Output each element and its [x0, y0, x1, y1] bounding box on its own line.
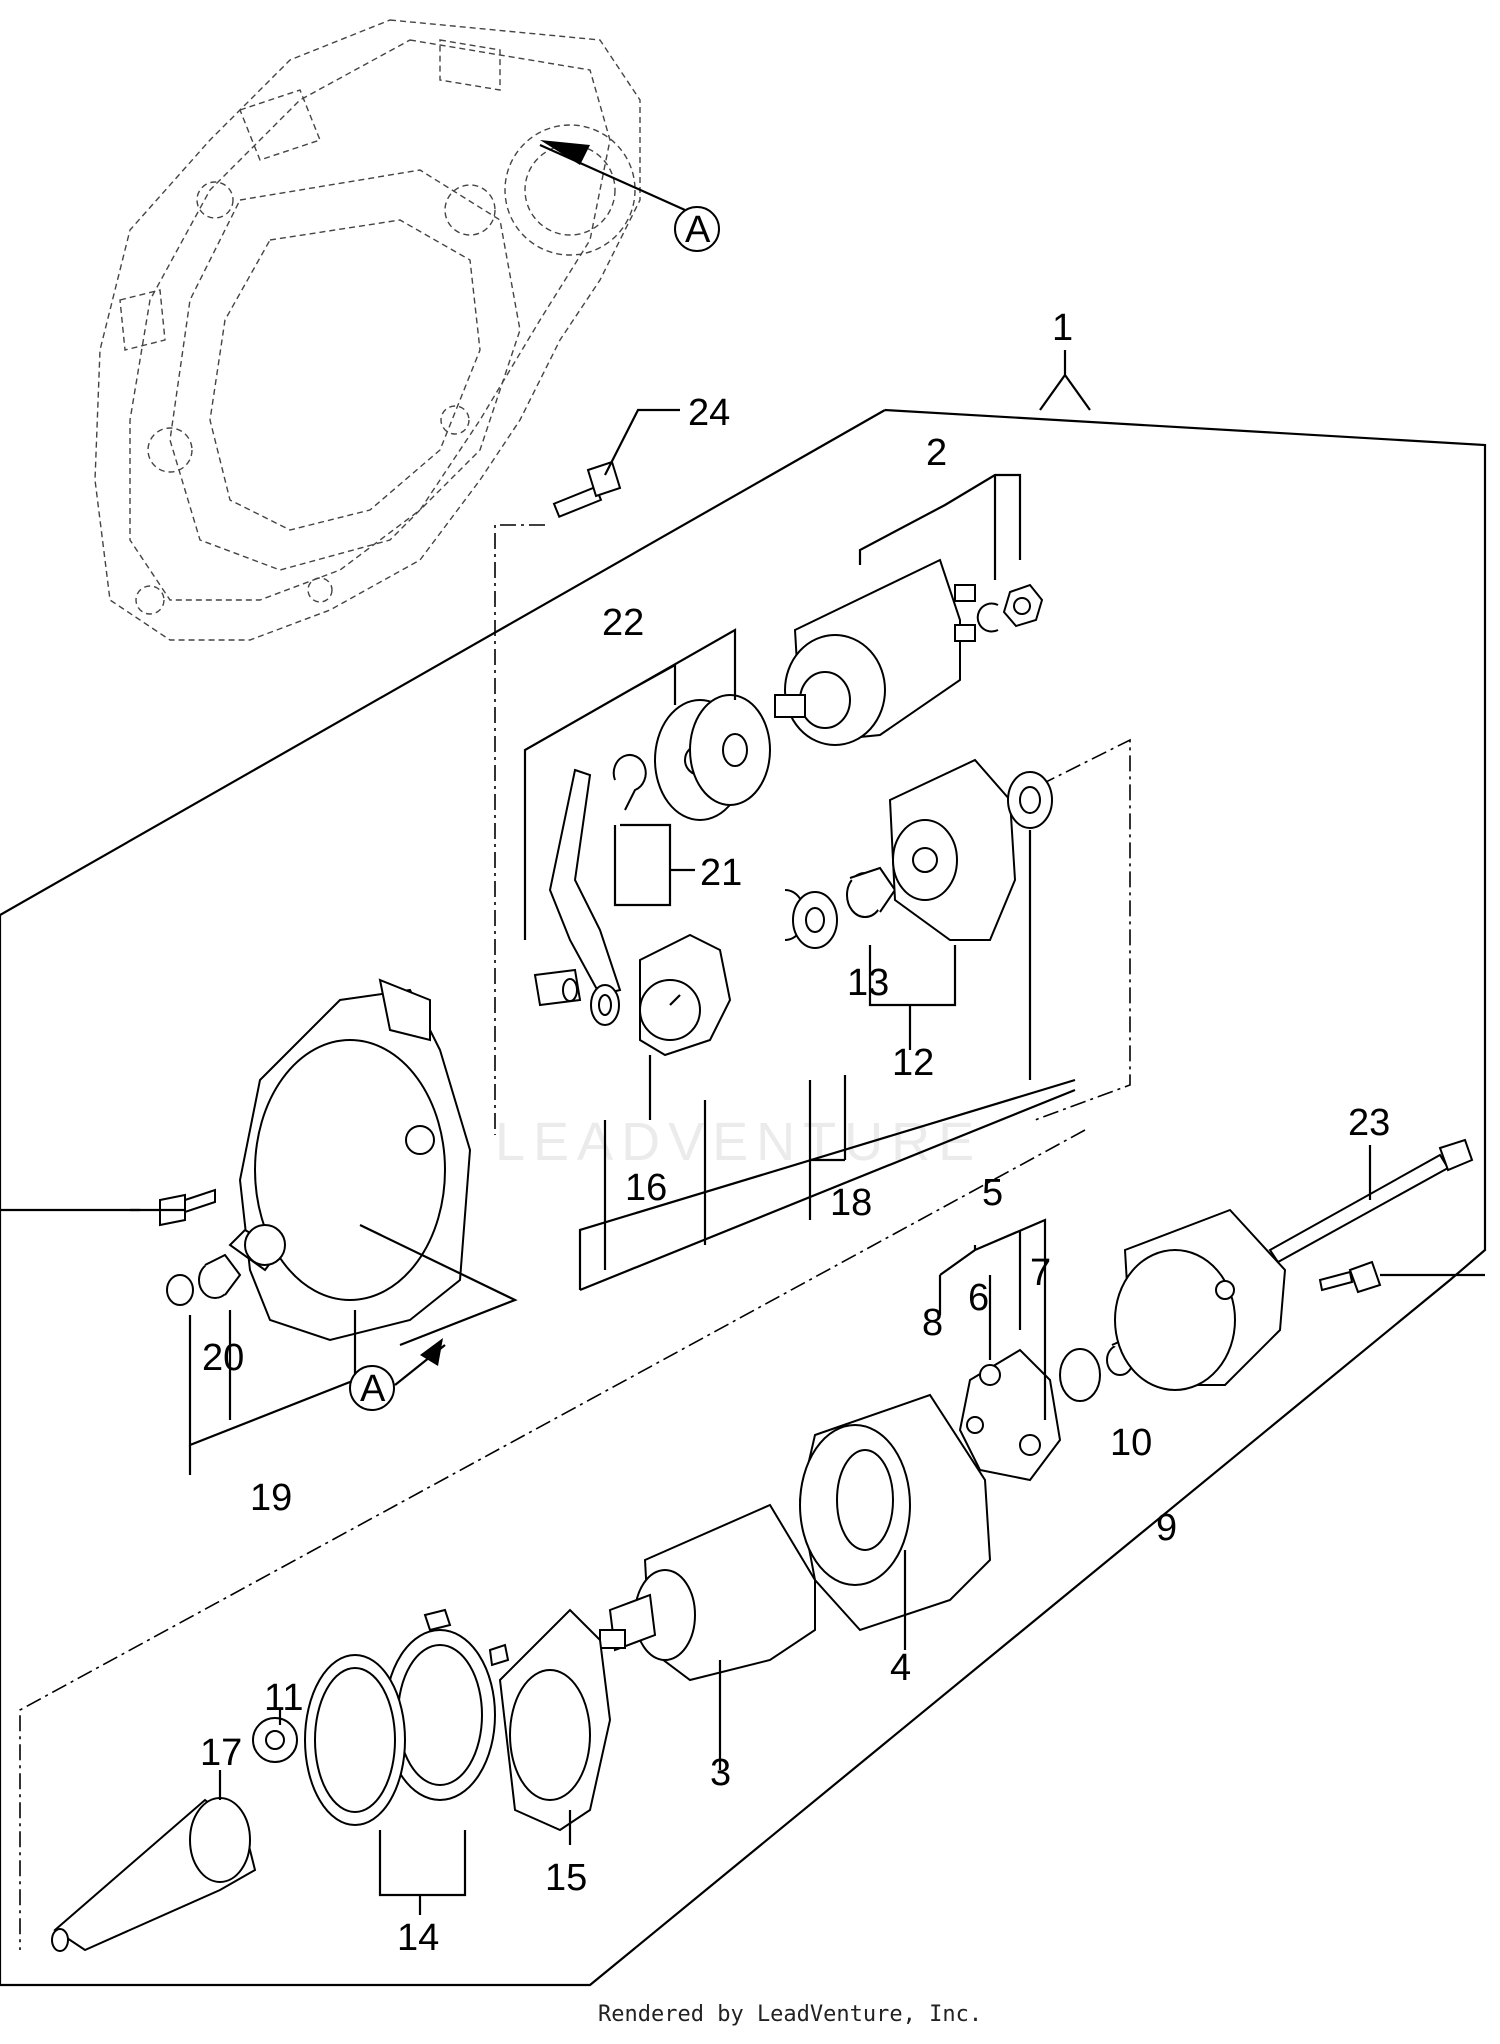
part-field-frame-4: [798, 1393, 992, 1632]
part-drive-housing-19: [228, 978, 472, 1342]
part-disc-22b: [689, 694, 771, 806]
engine-housing-ghost: [94, 19, 641, 641]
callout-22: 22: [602, 602, 644, 644]
callout-3: 3: [710, 1752, 731, 1794]
part-washer: [792, 891, 838, 949]
part-housing-12: [888, 758, 1017, 941]
callout-21: 21: [700, 852, 742, 894]
callout-13: 13: [847, 962, 889, 1004]
part-screw: [1318, 1260, 1382, 1294]
callout-19: 19: [250, 1477, 292, 1519]
callout-A-top: A: [539, 140, 720, 252]
part-bushing-20: [198, 1253, 242, 1299]
part-solenoid-2: [774, 558, 976, 746]
callout-17: 17: [200, 1732, 242, 1774]
callout-1: 1: [1052, 307, 1073, 349]
watermark: LEADVENTURE: [495, 1112, 982, 1172]
part-internal-gear: [384, 1608, 510, 1801]
part-bushing-13: [846, 866, 897, 918]
axis-line-upper: [494, 524, 545, 1135]
callout-16: 16: [625, 1167, 667, 1209]
part-lever: [533, 768, 622, 1007]
part-washer-right: [1007, 771, 1053, 829]
part-bolt-24: [552, 460, 622, 519]
callout-9: 9: [1156, 1507, 1177, 1549]
callout-12: 12: [892, 1042, 934, 1084]
callout-24: 24: [688, 392, 730, 434]
part-plate-15: [498, 1608, 612, 1832]
part-cap: [166, 1274, 194, 1306]
part-through-bolt-23: [1268, 1138, 1474, 1264]
callout-7: 7: [1030, 1252, 1051, 1294]
part-cover-9: [1114, 1208, 1287, 1391]
part-armature-3: [599, 1503, 816, 1682]
part-washer-2a: [976, 602, 999, 633]
part-bolt-left: [159, 1188, 216, 1227]
callout-18: 18: [830, 1182, 872, 1224]
callout-4: 4: [890, 1647, 911, 1689]
part-nut-2b: [1002, 583, 1044, 628]
part-washer-10: [1059, 1348, 1101, 1402]
callout-20: 20: [202, 1337, 244, 1379]
callout-6: 6: [968, 1277, 989, 1319]
assembly-boundary: [0, 408, 1487, 1987]
part-gasket: [304, 1654, 406, 1826]
callout-11: 11: [264, 1677, 303, 1719]
callout-10: 10: [1110, 1422, 1152, 1464]
part-shaft-17: [51, 1797, 257, 1952]
callout-A-bottom: A: [349, 1338, 446, 1411]
part-clip-21: [612, 754, 647, 811]
callout-14: 14: [397, 1917, 439, 1959]
callout-15: 15: [545, 1857, 587, 1899]
callout-A2-label: A: [360, 1368, 386, 1410]
callout-8: 8: [922, 1302, 943, 1344]
callout-5: 5: [982, 1172, 1003, 1214]
part-pinion-11: [252, 1717, 298, 1763]
part-brush-holder: [958, 1348, 1062, 1482]
callout-2: 2: [926, 432, 947, 474]
part-pinion-16: [562, 933, 732, 1057]
callout-23: 23: [1348, 1102, 1390, 1144]
callout-A-label: A: [685, 209, 711, 251]
footer-credit: Rendered by LeadVenture, Inc.: [598, 2002, 983, 2027]
